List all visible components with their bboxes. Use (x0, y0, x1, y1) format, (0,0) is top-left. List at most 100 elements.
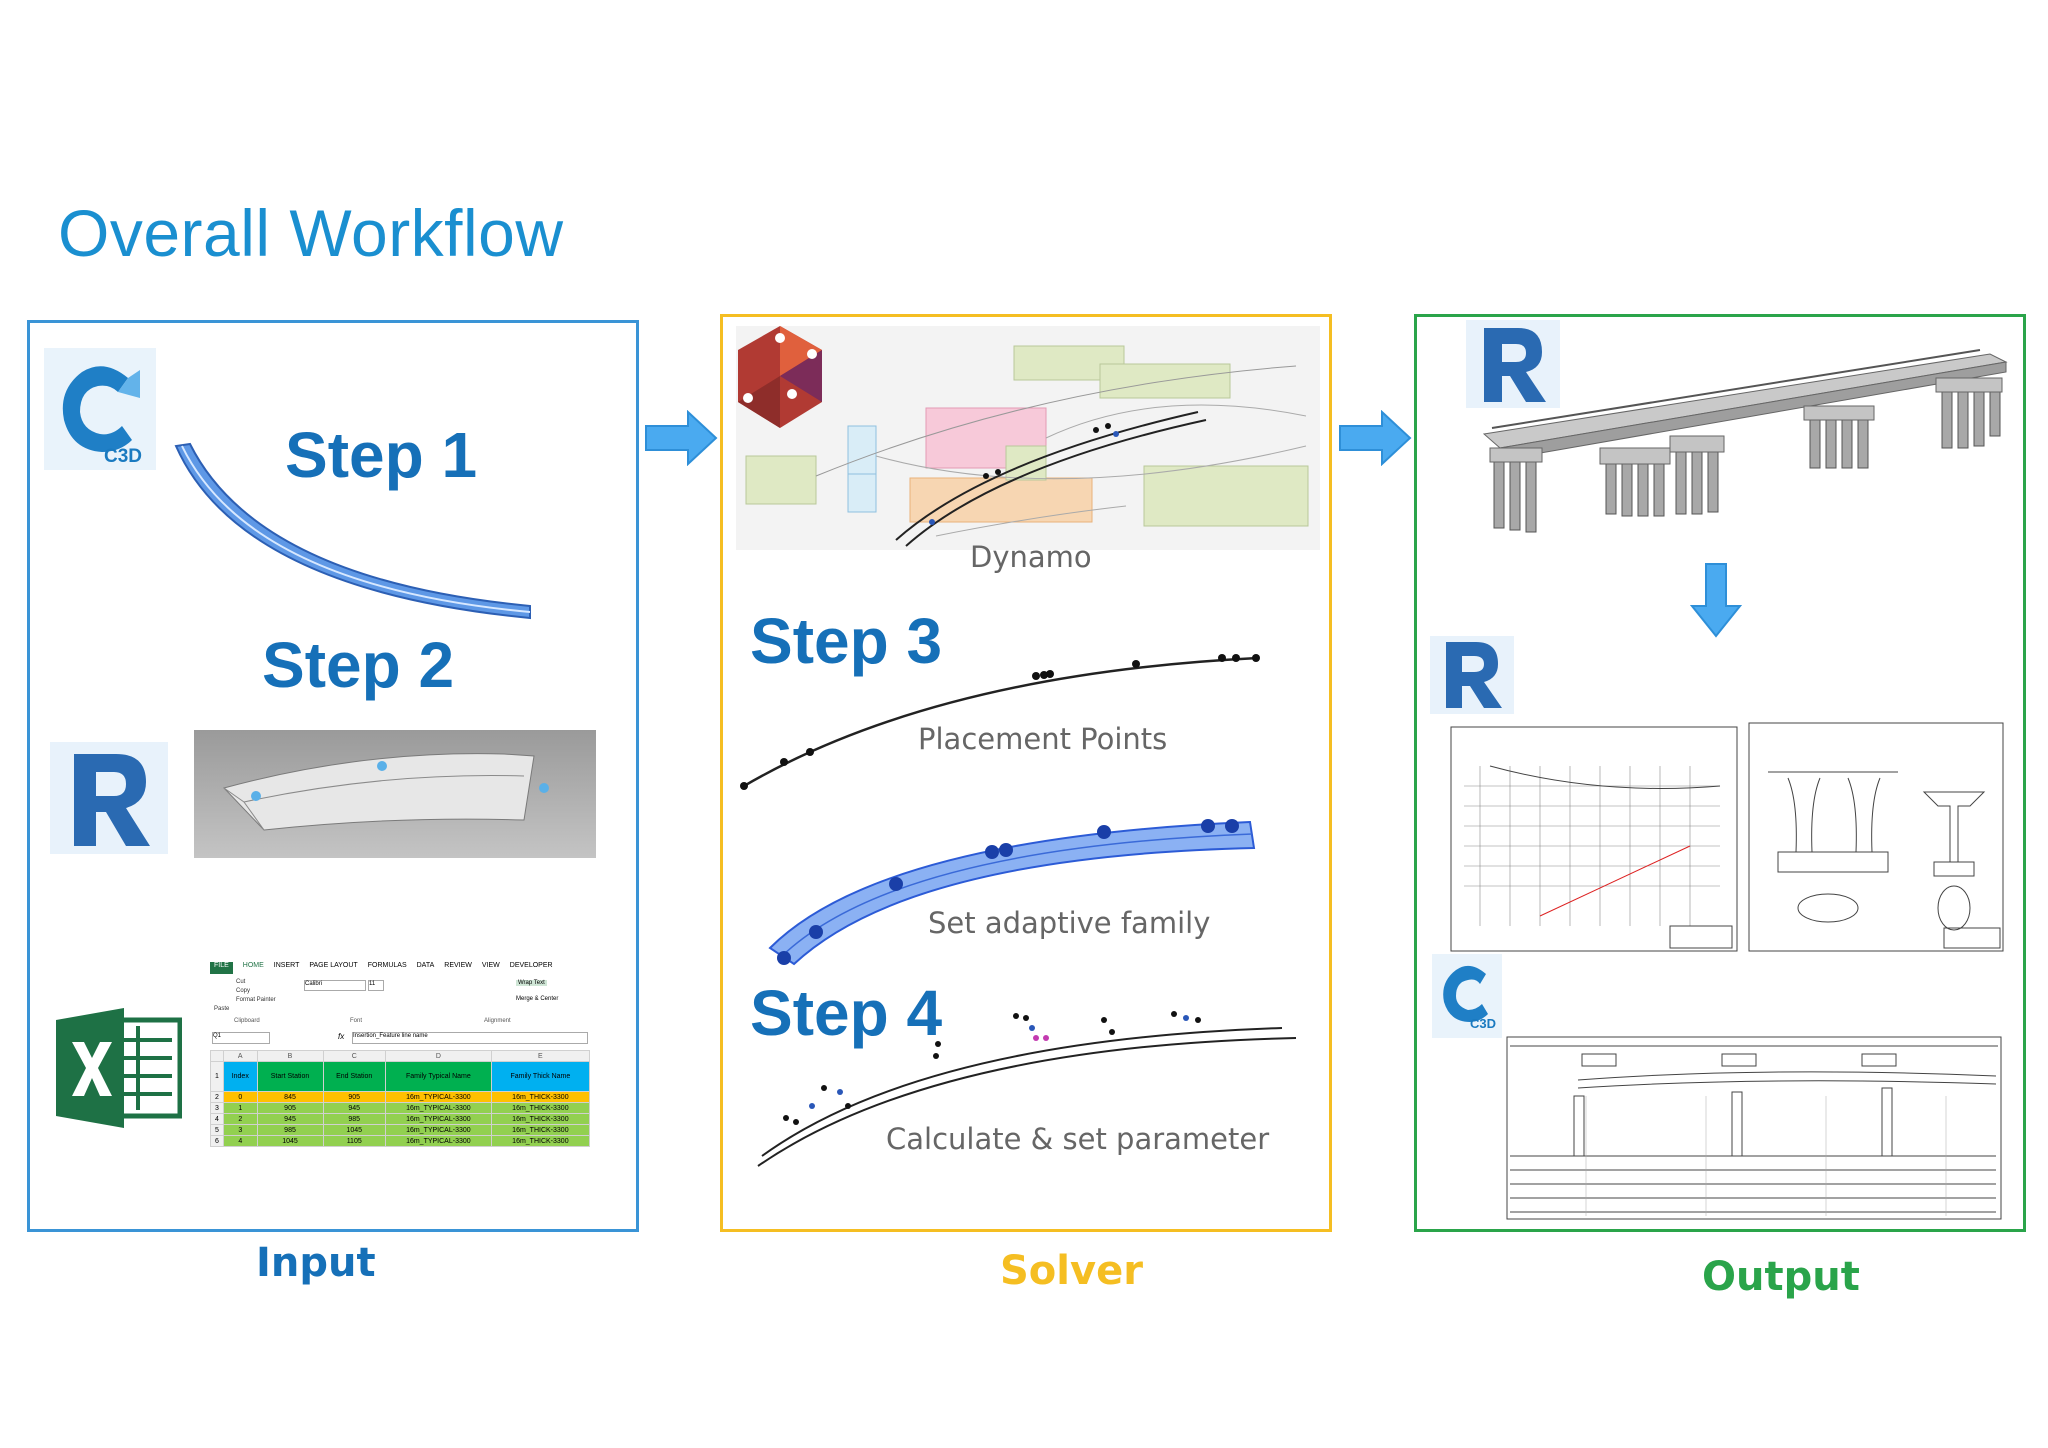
excel-font-select[interactable]: Calibri (304, 980, 366, 991)
dynamo-logo-icon (738, 326, 822, 428)
excel-column-letters: A B C D E (210, 1050, 591, 1062)
step-3-label: Step 3 (750, 605, 943, 677)
civil3d-logo-icon: C3D (44, 348, 156, 470)
table-cell[interactable]: 4 (223, 1135, 258, 1147)
profile-drawing-image (1506, 1036, 2002, 1220)
table-cell[interactable]: 1105 (322, 1135, 386, 1147)
placement-points-caption: Placement Points (918, 722, 1168, 756)
excel-row-number[interactable]: 5 (210, 1124, 224, 1136)
excel-row-number[interactable]: 6 (210, 1135, 224, 1147)
excel-tab[interactable]: DEVELOPER (509, 962, 553, 969)
table-cell[interactable]: 1 (223, 1102, 258, 1114)
c3d-logo-label: C3D (104, 446, 143, 467)
excel-header-cell[interactable]: Start Station (256, 1061, 324, 1092)
excel-tab[interactable]: HOME (242, 962, 264, 969)
arrow-down-icon (1690, 563, 1742, 638)
revit-logo-icon (1430, 636, 1514, 714)
excel-tab[interactable]: PAGE LAYOUT (309, 962, 358, 969)
excel-tab[interactable]: DATA (416, 962, 435, 969)
excel-header-cell[interactable]: Index (223, 1061, 258, 1092)
excel-formula-bar[interactable]: Insertion_Feature line name (352, 1032, 588, 1044)
excel-header-cell[interactable]: End Station (322, 1061, 386, 1092)
step-2-label: Step 2 (262, 629, 455, 701)
drawing-sheet-pier-image (1748, 722, 2004, 952)
table-cell[interactable]: 905 (322, 1091, 386, 1103)
step-4-label: Step 4 (750, 977, 943, 1049)
excel-copy-button[interactable]: Copy (236, 988, 251, 994)
table-cell[interactable]: 16m_THICK-3300 (490, 1124, 591, 1136)
table-row: 5 3 985 1045 16m_TYPICAL-3300 16m_THICK-… (210, 1124, 591, 1136)
table-cell[interactable]: 2 (223, 1113, 258, 1125)
bridge-3d-model-image (1482, 349, 2008, 533)
excel-row-number[interactable]: 1 (210, 1061, 224, 1092)
dynamo-caption: Dynamo (970, 540, 1092, 574)
excel-alignment-label: Alignment (484, 1018, 511, 1024)
excel-cut-button[interactable]: Cut (236, 979, 246, 985)
excel-name-box[interactable]: Q1 (212, 1032, 270, 1044)
revit-logo-icon (1466, 320, 1560, 408)
excel-tab[interactable]: VIEW (481, 962, 500, 969)
step-1-label: Step 1 (285, 419, 478, 491)
excel-col-letter[interactable]: E (490, 1050, 591, 1062)
civil3d-logo-icon: C3D (1432, 954, 1502, 1038)
parameter-curve (757, 1011, 1297, 1167)
excel-header-cell[interactable]: Family Typical Name (384, 1061, 492, 1092)
output-footer-label: Output (1702, 1254, 1860, 1300)
excel-logo-icon (52, 1004, 182, 1130)
excel-ribbon-tabs: FILE HOME INSERT PAGE LAYOUT FORMULAS DA… (210, 962, 590, 974)
page-title: Overall Workflow (58, 196, 564, 270)
excel-col-letter[interactable]: C (322, 1050, 386, 1062)
excel-tab[interactable]: REVIEW (444, 962, 472, 969)
excel-format-painter-button[interactable]: Format Painter (236, 997, 276, 1003)
excel-col-letter[interactable]: B (256, 1050, 324, 1062)
solver-footer-label: Solver (1000, 1248, 1143, 1294)
table-row: 3 1 905 945 16m_TYPICAL-3300 16m_THICK-3… (210, 1102, 591, 1114)
table-cell[interactable]: 16m_THICK-3300 (490, 1113, 591, 1125)
excel-col-letter[interactable]: A (223, 1050, 258, 1062)
excel-header-cell[interactable]: Family Thick Name (490, 1061, 591, 1092)
table-cell[interactable]: 16m_TYPICAL-3300 (384, 1113, 492, 1125)
excel-col-letter[interactable]: D (384, 1050, 492, 1062)
table-cell[interactable]: 16m_TYPICAL-3300 (384, 1091, 492, 1103)
table-cell[interactable]: 16m_TYPICAL-3300 (384, 1124, 492, 1136)
table-cell[interactable]: 16m_TYPICAL-3300 (384, 1102, 492, 1114)
excel-clipboard-group: Cut Copy Format Painter Paste (214, 978, 276, 1014)
placement-points-curve (740, 654, 1260, 790)
alignment-curve-icon (174, 442, 531, 620)
bridge-deck-model-image (194, 730, 596, 858)
c3d-logo-label: C3D (1470, 1016, 1497, 1031)
excel-fx-icon: fx (338, 1032, 345, 1041)
revit-logo-icon (50, 742, 168, 854)
drawing-sheet-plan-image (1450, 726, 1738, 952)
table-cell[interactable]: 3 (223, 1124, 258, 1136)
excel-tab[interactable]: INSERT (273, 962, 300, 969)
table-cell[interactable]: 16m_THICK-3300 (490, 1091, 591, 1103)
excel-font-size-select[interactable]: 11 (368, 980, 384, 991)
excel-tab[interactable]: FILE (210, 962, 233, 974)
table-cell[interactable]: 16m_TYPICAL-3300 (384, 1135, 492, 1147)
excel-tab[interactable]: FORMULAS (367, 962, 407, 969)
parameter-caption: Calculate & set parameter (886, 1122, 1270, 1156)
table-cell[interactable]: 0 (223, 1091, 258, 1103)
table-cell[interactable]: 905 (256, 1102, 324, 1114)
excel-header-row: 1 Index Start Station End Station Family… (210, 1061, 591, 1092)
table-cell[interactable]: 845 (256, 1091, 324, 1103)
table-cell[interactable]: 1045 (256, 1135, 324, 1147)
excel-row-number[interactable]: 4 (210, 1113, 224, 1125)
table-cell[interactable]: 16m_THICK-3300 (490, 1102, 591, 1114)
excel-paste-button[interactable]: Paste (214, 1006, 230, 1012)
excel-merge-center-button[interactable]: Merge & Center (516, 996, 559, 1002)
excel-wrap-text-button[interactable]: Wrap Text (516, 980, 547, 986)
table-cell[interactable]: 985 (322, 1113, 386, 1125)
table-cell[interactable]: 945 (256, 1113, 324, 1125)
table-cell[interactable]: 945 (322, 1102, 386, 1114)
table-row: 6 4 1045 1105 16m_TYPICAL-3300 16m_THICK… (210, 1135, 591, 1147)
table-cell[interactable]: 1045 (322, 1124, 386, 1136)
table-row: 2 0 845 905 16m_TYPICAL-3300 16m_THICK-3… (210, 1091, 591, 1103)
excel-data-table: A B C D E 1 Index Start Station End Stat… (210, 1050, 591, 1147)
table-cell[interactable]: 16m_THICK-3300 (490, 1135, 591, 1147)
excel-row-number[interactable]: 3 (210, 1102, 224, 1114)
dynamo-graph-image (736, 326, 1320, 550)
excel-row-number[interactable]: 2 (210, 1091, 224, 1103)
table-cell[interactable]: 985 (256, 1124, 324, 1136)
